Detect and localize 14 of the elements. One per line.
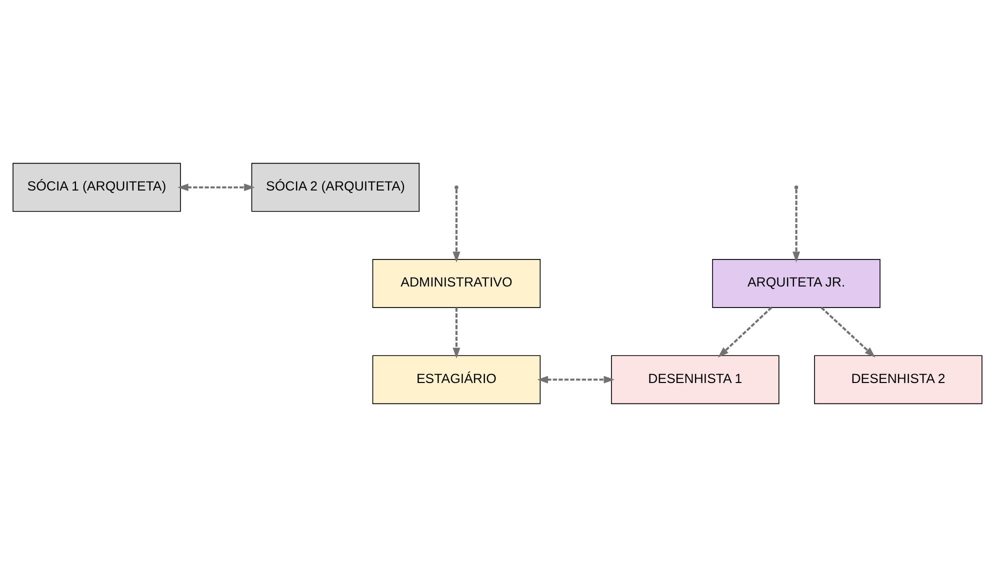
node-box: ARQUITETA JR. [712,258,880,308]
node-box: SÓCIA 1 (ARQUITETA) [12,162,180,212]
arrow [536,375,614,383]
arrow [820,306,875,358]
arrow [452,188,460,262]
arrow [717,306,772,358]
arrow [792,188,800,262]
arrow [452,307,460,358]
arrow [177,183,254,191]
node-box: ESTAGIÁRIO [372,354,540,404]
node-box: DESENHISTA 2 [814,354,982,404]
node-box: DESENHISTA 1 [610,354,779,404]
node-box: ADMINISTRATIVO [372,258,540,308]
node-box: SÓCIA 2 (ARQUITETA) [250,162,420,212]
